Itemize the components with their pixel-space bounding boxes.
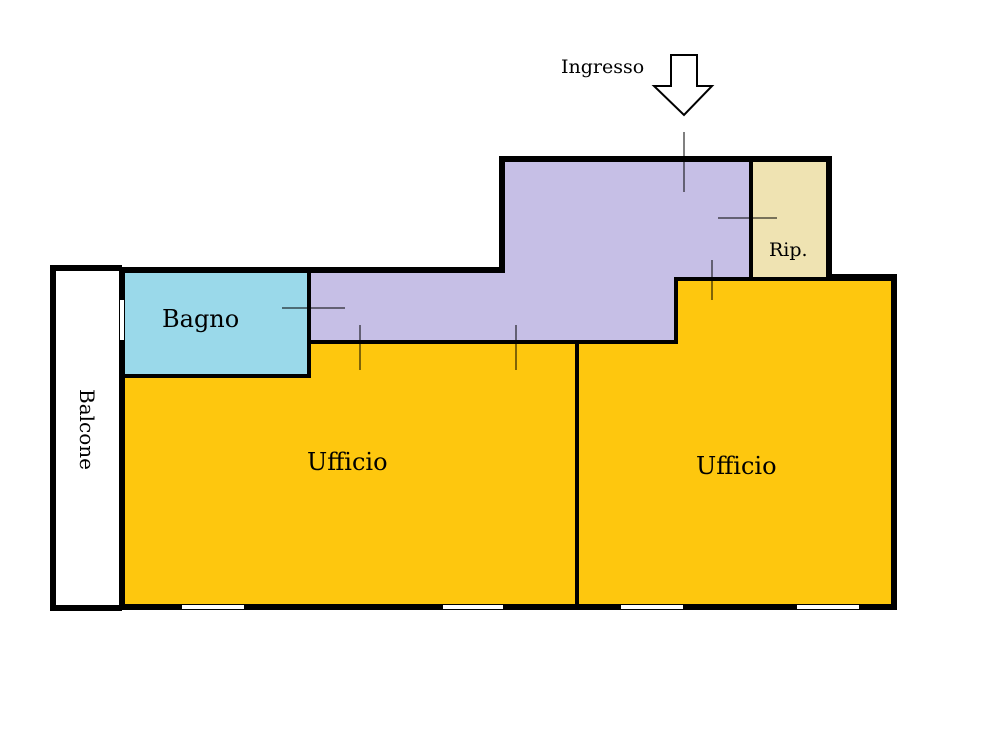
window [621, 605, 683, 609]
bathroom-label: Bagno [162, 305, 239, 333]
window [443, 605, 503, 609]
balcony-label: Balcone [75, 389, 99, 470]
office-room-right [577, 280, 894, 607]
storage-label: Rip. [769, 239, 808, 261]
balcony-area [53, 268, 122, 608]
entrance-label: Ingresso [561, 56, 644, 78]
office-label-left: Ufficio [307, 448, 388, 476]
office-room-left [122, 342, 577, 607]
window [797, 605, 859, 609]
bathroom-room [122, 270, 309, 376]
door-markers [282, 132, 777, 370]
windows [182, 605, 859, 609]
office-label-right: Ufficio [696, 452, 777, 480]
entrance-arrow-icon [651, 54, 715, 117]
window [182, 605, 244, 609]
balcony-door [120, 300, 124, 340]
